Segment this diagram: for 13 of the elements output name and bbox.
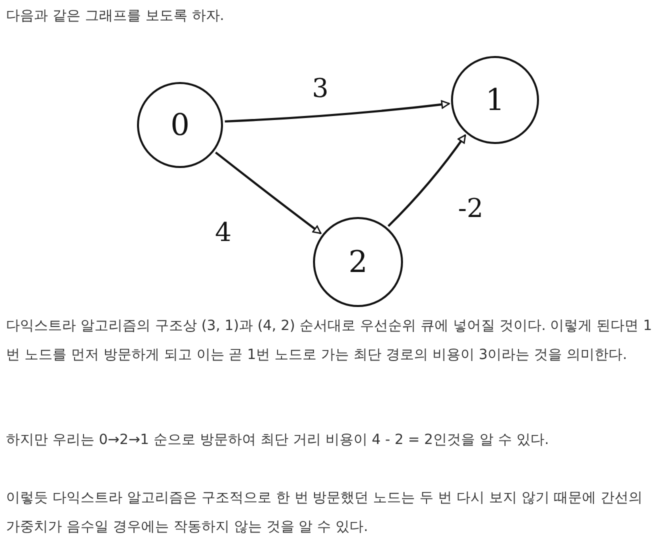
node-number: 1 — [485, 82, 505, 118]
arrow — [224, 100, 450, 123]
arrow — [214, 152, 322, 234]
node-circle — [313, 217, 403, 307]
node-number: 0 — [170, 108, 190, 142]
paragraph: 이렇듯 다익스트라 알고리즘은 구조적으로 한 번 방문했던 노드는 두 번 다시 보지 않기 때문에 간선의 가중치가 음수일 경우에는 작동하지 않는 것을 알 수 있다. — [6, 489, 644, 537]
node-circle — [137, 82, 223, 168]
arrow — [388, 134, 466, 227]
paragraph: 다음과 같은 그래프를 보도록 하자. — [6, 7, 226, 26]
node-circle — [451, 56, 539, 144]
node-number: 2 — [348, 244, 368, 280]
paragraph: 하지만 우리는 0→2→1 순으로 방문하여 최단 거리 비용이 4 - 2 = 2인것을 알 수 있다. — [6, 431, 550, 450]
paragraph: 다익스트라 알고리즘의 구조상 (3, 1)과 (4, 2) 순서대로 우선순위 큐에 넣어질 것이다. 이렇게 된다면 1번 노드를 먼저 방문하게 되고 이는 곧 1번 노드로 가는 최단 경로의 비용이 3이라는 것을 의미한다. — [6, 317, 654, 365]
